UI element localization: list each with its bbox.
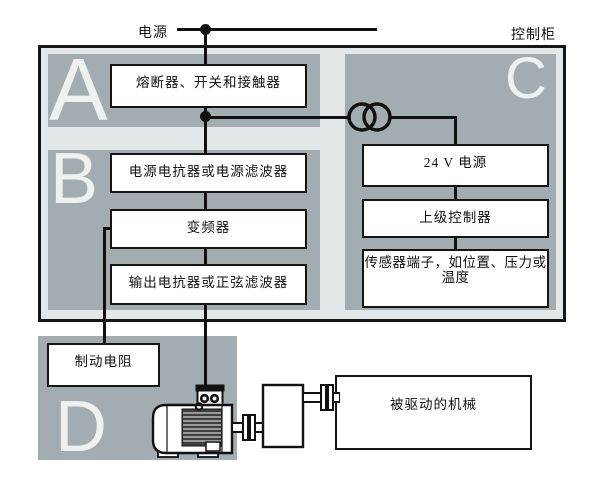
24v-power-text: 24 V 电源 xyxy=(423,155,488,170)
driven-machine-text: 被驱动的机械 xyxy=(390,397,477,412)
wire-fuse-to-line-filter xyxy=(203,106,207,154)
output-reactor-filter-box: 输出电抗器或正弦滤波器 xyxy=(110,264,307,305)
zone-b-letter: B xyxy=(50,139,99,219)
line-reactor-filter-box: 电源电抗器或电源滤波器 xyxy=(110,153,307,193)
zone-d-letter: D xyxy=(55,387,107,467)
sensor-terminal-text: 传感器端子，如位置、压力或 温度 xyxy=(365,255,547,285)
motor-lifting-lug xyxy=(194,402,204,411)
motor-terminal-cap xyxy=(195,384,225,392)
fuse-switch-contactor-box: 熔断器、开关和接触器 xyxy=(110,64,307,108)
wire-junction-to-transformer xyxy=(205,115,349,119)
brake-resistor-text: 制动电阻 xyxy=(74,354,133,369)
wire-inverter-to-brake-resistor xyxy=(103,227,106,346)
wire-down-to-24v-box xyxy=(454,116,457,146)
wire-line-filter-to-inverter xyxy=(203,191,207,211)
motor-fins xyxy=(181,408,223,447)
inverter-box: 变频器 xyxy=(110,209,307,249)
shaft-coupling-icon xyxy=(242,414,249,441)
transformer-icon xyxy=(347,102,392,132)
wire-power-to-fuse xyxy=(203,29,207,65)
shaft-coupling-icon xyxy=(320,384,327,411)
mains-power-line xyxy=(177,27,377,31)
output-reactor-filter-text: 输出电抗器或正弦滤波器 xyxy=(128,275,289,290)
inverter-text: 变频器 xyxy=(186,220,231,235)
wire-transformer-to-24v xyxy=(389,115,457,119)
motor-icon xyxy=(151,383,340,458)
fuse-switch-contactor-text: 熔断器、开关和接触器 xyxy=(136,75,281,90)
zone-c-letter: C xyxy=(505,46,547,111)
sensor-terminal-box: 传感器端子，如位置、压力或 温度 xyxy=(362,249,549,308)
line-reactor-filter-text: 电源电抗器或电源滤波器 xyxy=(128,164,289,179)
24v-power-box: 24 V 电源 xyxy=(362,144,549,187)
power-supply-label: 电源 xyxy=(138,26,168,41)
junction-dot-mains xyxy=(199,23,211,35)
junction-dot-fuse-output xyxy=(199,111,211,122)
wire-controller-to-sensor xyxy=(454,236,457,251)
wire-inverter-left-stub xyxy=(103,227,112,230)
zone-a-letter: A xyxy=(49,40,108,139)
higher-level-controller-box: 上级控制器 xyxy=(362,199,549,238)
driven-machine-box: 被驱动的机械 xyxy=(335,375,532,450)
sensor-terminal-line2: 温度 xyxy=(441,270,470,285)
brake-resistor-box: 制动电阻 xyxy=(47,343,160,387)
higher-level-controller-text: 上级控制器 xyxy=(419,210,492,225)
sensor-terminal-line1: 传感器端子，如位置、压力或 xyxy=(364,255,547,270)
wire-inverter-to-output-filter xyxy=(203,247,207,266)
gearbox xyxy=(261,383,305,449)
control-cabinet-label: 控制柜 xyxy=(511,28,556,43)
motor-shaft xyxy=(231,422,244,433)
wire-24v-to-controller xyxy=(454,185,457,201)
wire-output-filter-to-motor xyxy=(203,303,207,385)
